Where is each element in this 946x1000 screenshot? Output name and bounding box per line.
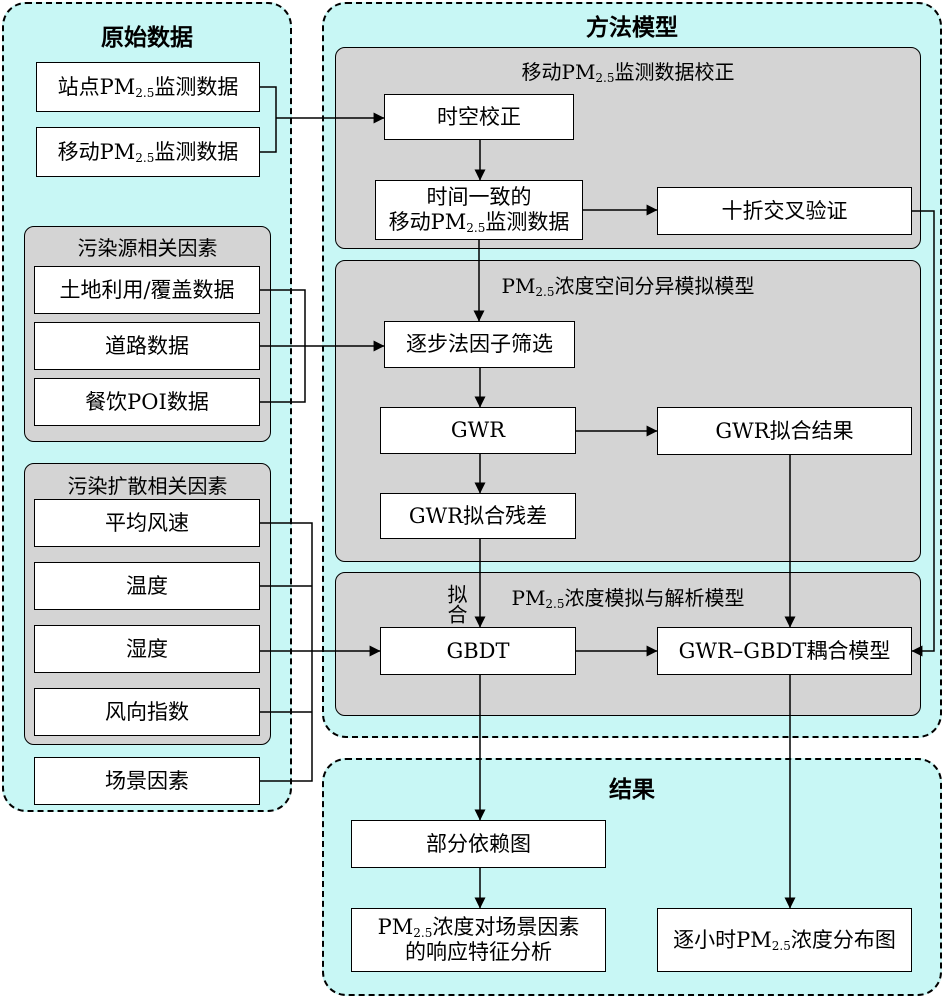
results-panel-title: 结果: [609, 777, 655, 803]
spatial-model-group-title: PM2.5浓度空间分异模拟模型: [501, 274, 755, 299]
scene-factor-box: 场景因素: [34, 757, 260, 805]
response-analysis-box: PM2.5浓度对场景因素的响应特征分析: [351, 908, 606, 972]
humidity-box: 湿度: [34, 625, 260, 673]
temperature-box: 温度: [34, 562, 260, 610]
spatiotemporal-correction-box: 时空校正: [384, 94, 574, 140]
raw-data-panel-title: 原始数据: [101, 25, 193, 51]
diffusion-connector: [260, 522, 313, 782]
validation-to-coupled-arrow: [911, 210, 935, 657]
gwr-gbdt-coupled-model-box: GWR–GBDT耦合模型: [657, 627, 912, 675]
gbdt-box: GBDT: [380, 627, 576, 675]
road-data-box: 道路数据: [34, 322, 260, 370]
time-consistent-data-box: 时间一致的移动PM2.5监测数据: [375, 180, 583, 240]
catering-poi-data-box: 餐饮POI数据: [34, 378, 260, 426]
mobile-pm-data-box: 移动PM2.5监测数据: [36, 127, 260, 177]
wind-speed-box: 平均风速: [34, 499, 260, 547]
calibration-group-title: 移动PM2.5监测数据校正: [521, 60, 735, 85]
methods-panel-title: 方法模型: [586, 15, 678, 41]
wind-direction-box: 风向指数: [34, 688, 260, 736]
diffusion-group-title: 污染扩散相关因素: [67, 474, 228, 498]
hourly-distribution-map-box: 逐小时PM2.5浓度分布图: [657, 908, 912, 972]
gwr-fit-result-box: GWR拟合结果: [657, 407, 912, 455]
partial-dependence-plot-box: 部分依赖图: [351, 820, 606, 868]
gwr-residual-box: GWR拟合残差: [380, 493, 576, 539]
station-pm-data-box: 站点PM2.5监测数据: [36, 62, 260, 112]
simulation-model-group-title: PM2.5浓度模拟与解析模型: [511, 586, 745, 611]
stepwise-selection-box: 逐步法因子筛选: [384, 321, 575, 368]
pollution-source-group-title: 污染源相关因素: [77, 236, 218, 260]
station-data-connector: [260, 86, 277, 153]
cross-validation-box: 十折交叉验证: [657, 187, 912, 235]
fit-edge-label: 拟合: [444, 584, 468, 624]
land-use-data-box: 土地利用/覆盖数据: [34, 266, 260, 314]
